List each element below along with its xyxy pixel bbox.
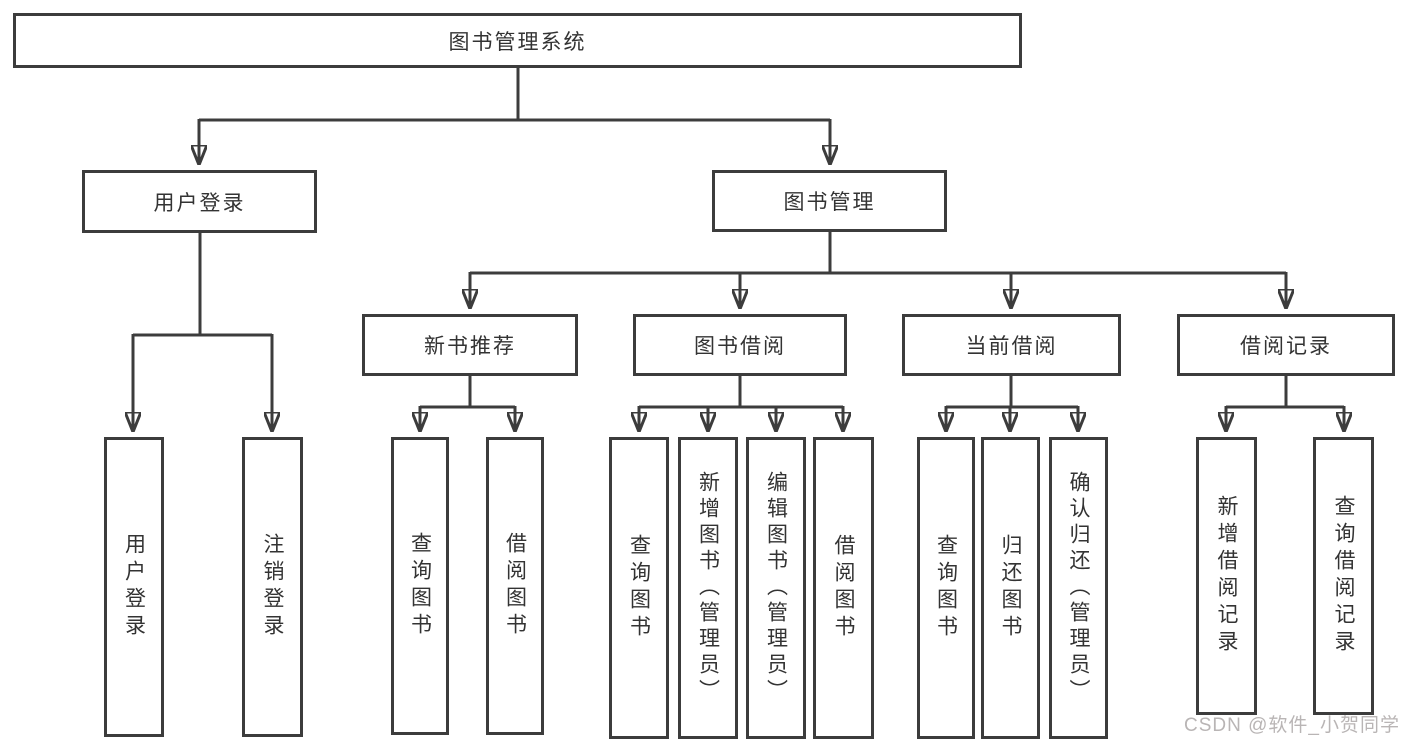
node-leaf-br-query-record: 查询借阅记录 xyxy=(1313,437,1374,715)
node-borrow-records: 借阅记录 xyxy=(1177,314,1395,376)
node-book-management: 图书管理 xyxy=(712,170,947,232)
node-new-book-recommend: 新书推荐 xyxy=(362,314,578,376)
node-leaf-cb-return-books-label: 归还图书 xyxy=(999,534,1022,642)
csdn-watermark: CSDN @软件_小贺同学 xyxy=(1184,715,1400,736)
node-leaf-br-add-record-label: 新增借阅记录 xyxy=(1215,495,1238,657)
node-leaf-bb-borrow-books: 借阅图书 xyxy=(813,437,874,739)
node-leaf-bb-edit-books-admin-label: 编辑图书（管理员） xyxy=(764,471,788,705)
node-book-management-label: 图书管理 xyxy=(783,191,876,214)
node-current-borrow: 当前借阅 xyxy=(902,314,1121,376)
node-leaf-nbr-borrow-books: 借阅图书 xyxy=(486,437,544,735)
node-leaf-cb-confirm-return-admin-label: 确认归还（管理员） xyxy=(1067,471,1090,705)
node-leaf-logout: 注销登录 xyxy=(242,437,303,737)
node-leaf-br-add-record: 新增借阅记录 xyxy=(1196,437,1257,715)
node-leaf-cb-query-books: 查询图书 xyxy=(917,437,975,739)
node-book-borrow-label: 图书借阅 xyxy=(694,335,786,358)
node-book-borrow: 图书借阅 xyxy=(633,314,847,376)
node-leaf-cb-return-books: 归还图书 xyxy=(981,437,1040,739)
node-user-login-branch: 用户登录 xyxy=(82,170,317,233)
node-leaf-br-query-record-label: 查询借阅记录 xyxy=(1332,495,1355,657)
node-user-login-branch-label: 用户登录 xyxy=(153,191,246,215)
node-leaf-nbr-borrow-books-label: 借阅图书 xyxy=(503,532,527,640)
node-leaf-cb-confirm-return-admin: 确认归还（管理员） xyxy=(1049,437,1108,739)
node-library-system-label: 图书管理系统 xyxy=(448,30,587,54)
node-new-book-recommend-label: 新书推荐 xyxy=(424,335,516,358)
node-leaf-bb-query-books: 查询图书 xyxy=(609,437,669,739)
node-leaf-bb-add-books-admin-label: 新增图书（管理员） xyxy=(696,471,720,705)
node-library-system: 图书管理系统 xyxy=(13,13,1022,68)
node-current-borrow-label: 当前借阅 xyxy=(965,335,1058,358)
node-leaf-bb-query-books-label: 查询图书 xyxy=(627,534,651,642)
node-leaf-bb-add-books-admin: 新增图书（管理员） xyxy=(678,437,738,739)
node-leaf-login-label: 用户登录 xyxy=(122,533,146,641)
node-leaf-bb-borrow-books-label: 借阅图书 xyxy=(832,534,855,642)
node-borrow-records-label: 借阅记录 xyxy=(1240,335,1332,358)
node-leaf-bb-edit-books-admin: 编辑图书（管理员） xyxy=(746,437,806,739)
node-leaf-logout-label: 注销登录 xyxy=(261,533,284,641)
node-leaf-login: 用户登录 xyxy=(104,437,164,737)
node-leaf-cb-query-books-label: 查询图书 xyxy=(934,534,958,642)
node-leaf-nbr-query-books-label: 查询图书 xyxy=(408,532,432,640)
node-leaf-nbr-query-books: 查询图书 xyxy=(391,437,449,735)
